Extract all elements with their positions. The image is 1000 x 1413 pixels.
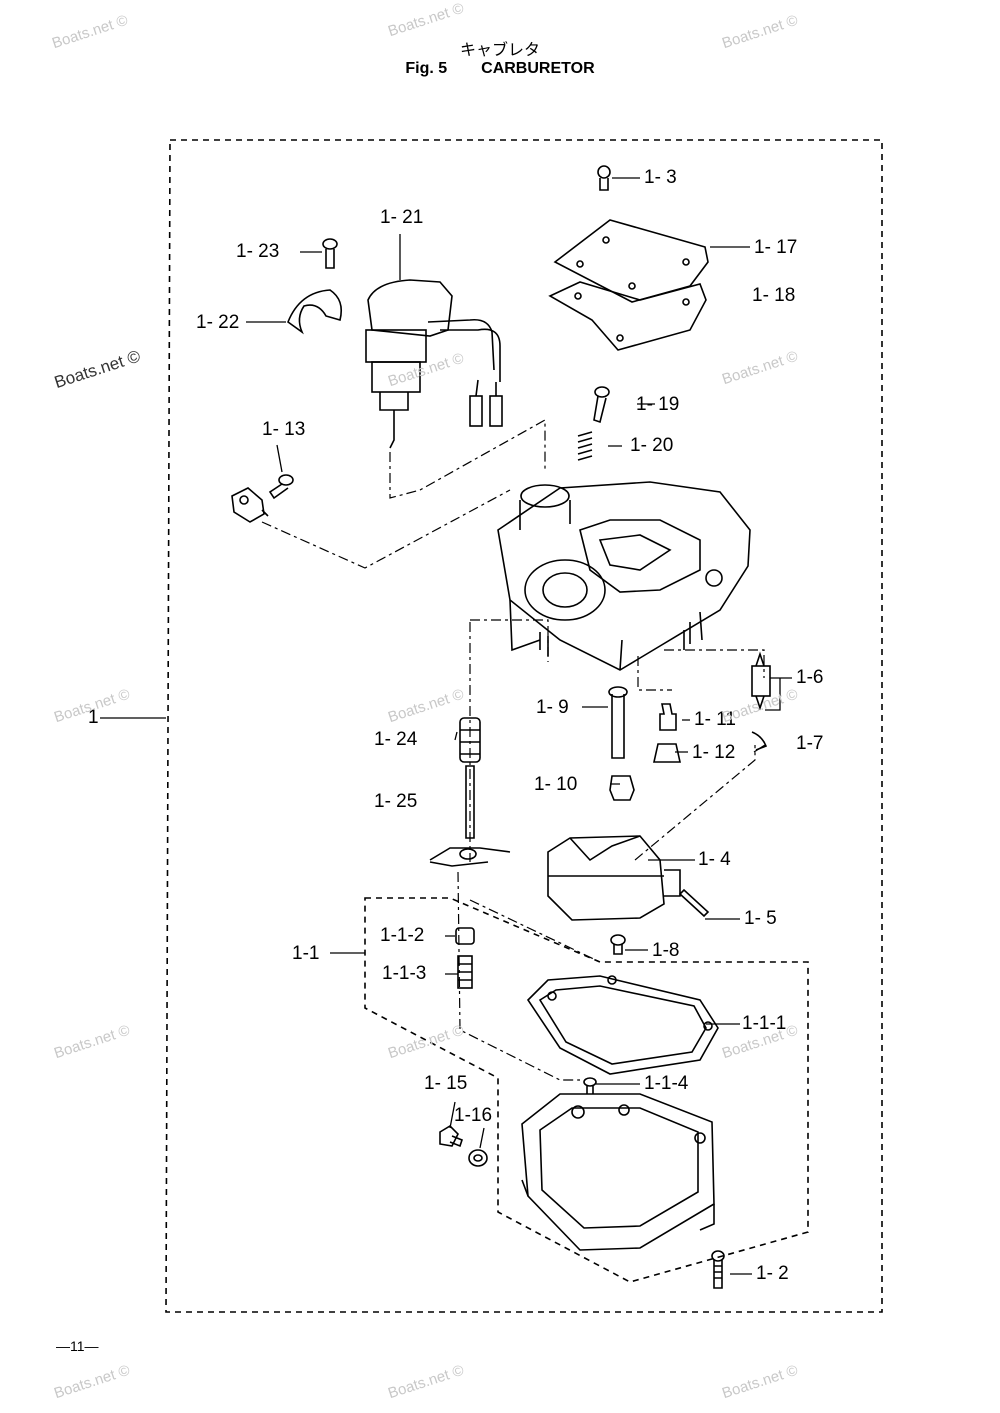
washer-1-16 [468,1149,488,1167]
leader-lines [100,177,792,1275]
label-1-24: 1- 24 [374,729,418,750]
figure-title: Fig. 5 CARBURETOR [0,60,1000,78]
clip-1-22 [287,289,343,335]
float-1-4 [547,835,681,921]
label-1-18: 1- 18 [752,285,796,306]
label-1-1-2: 1-1-2 [380,925,425,946]
adjuster-block [231,487,269,523]
carburetor-body [497,481,751,671]
valve-1-6 [751,651,771,711]
part-1-24 [459,717,481,763]
pilot-jet-1-11 [659,703,677,731]
label-1-4: 1- 4 [698,849,731,870]
drain-screw-1-15 [439,1124,463,1148]
screw-1-23 [322,238,338,269]
plug-1-12 [653,743,681,763]
solenoid-1-21 [365,279,503,449]
gasket-1-18 [548,281,707,351]
label-1-1: 1-1 [292,943,320,964]
part-1-1-2 [455,927,475,945]
label-1-20: 1- 20 [630,435,674,456]
label-1-17: 1- 17 [754,237,798,258]
label-1-6: 1-6 [796,667,824,688]
float-bowl [521,1093,715,1251]
clip-1-7 [751,731,768,751]
label-1-3: 1- 3 [644,167,677,188]
needle-1-25 [465,765,475,839]
page-number: —11— [56,1338,99,1354]
screw-1-1-4 [583,1077,597,1094]
pin-1-5 [678,888,710,918]
spring-1-1-3 [457,955,473,989]
spring-1-20 [577,431,593,461]
label-1-1-1: 1-1-1 [742,1013,787,1034]
label-1-22: 1- 22 [196,312,240,333]
label-1-9: 1- 9 [536,697,569,718]
label-1-8: 1-8 [652,940,680,961]
japanese-title: キャブレタ [459,40,540,59]
label-1-2: 1- 2 [756,1263,789,1284]
float-chamber-boundary [364,897,809,1283]
gasket-1-1-1 [526,975,719,1075]
main-jet-1-10 [609,775,635,801]
label-1-16: 1-16 [454,1105,493,1126]
label-1: 1 [88,707,99,728]
screw-1-19 [593,386,610,424]
label-1-13: 1- 13 [262,419,306,440]
label-1-1-4: 1-1-4 [644,1073,689,1094]
screw-1-8 [610,934,626,955]
cover-plate-1-17 [553,219,709,303]
label-1-10: 1- 10 [534,774,578,795]
label-1-1-3: 1-1-3 [382,963,427,984]
label-1-5: 1- 5 [744,908,777,929]
assembly-boundary [165,139,883,1313]
figure-number: Fig. 5 [405,60,448,77]
screw-1-13 [268,474,294,500]
label-1-19: 1- 19 [636,394,680,415]
figure-name: CARBURETOR [481,60,595,77]
label-1-11: 1- 11 [694,709,736,730]
seat-fragment [429,847,511,867]
label-1-23: 1- 23 [236,241,280,262]
screw-1-2 [711,1250,725,1289]
main-nozzle-1-9 [608,686,628,759]
label-1-12: 1- 12 [692,742,736,763]
label-1-25: 1- 25 [374,791,418,812]
screw-1-3 [597,165,611,191]
label-1-7: 1-7 [796,733,824,754]
label-1-21: 1- 21 [380,207,424,228]
label-1-15: 1- 15 [424,1073,468,1094]
